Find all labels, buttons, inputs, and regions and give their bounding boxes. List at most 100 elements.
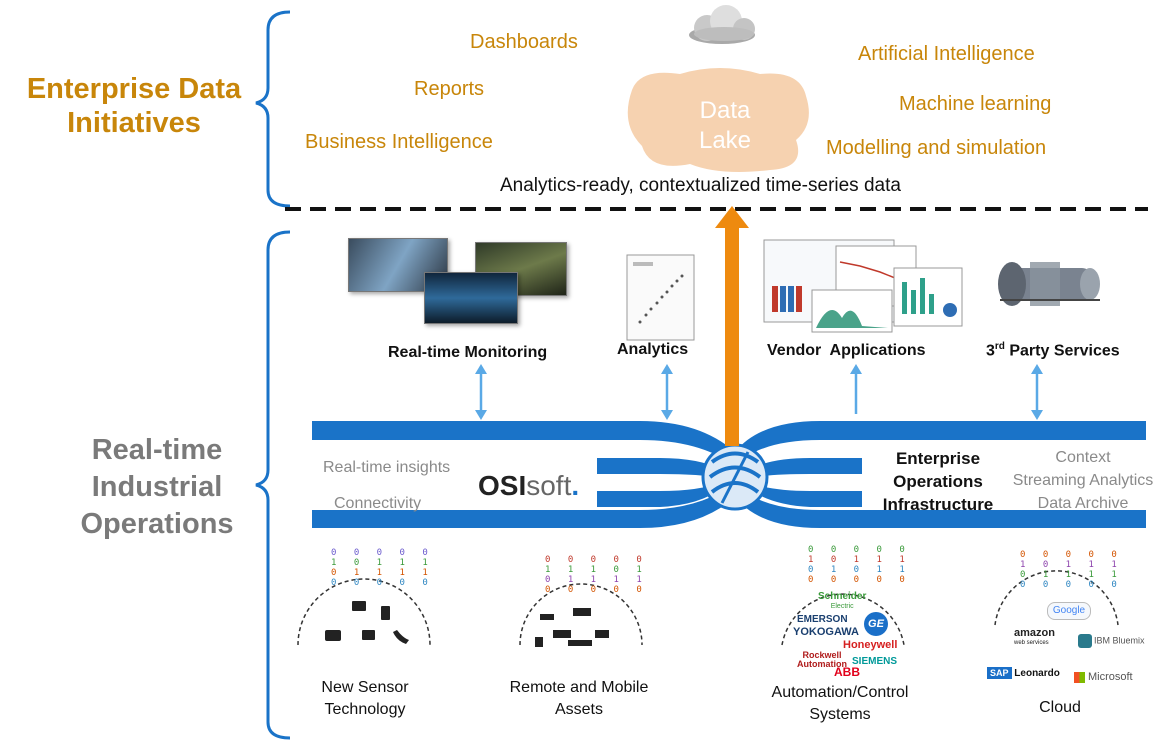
- sensor-technology-label: New Sensor Technology: [300, 677, 430, 721]
- realtime-brace: [255, 230, 291, 740]
- sensor-device-icons: [325, 601, 409, 644]
- connectivity-label: Connectivity: [334, 495, 422, 512]
- microsoft-logo: Microsoft: [1074, 671, 1133, 683]
- sap-leonardo-logo: SAP Leonardo: [987, 667, 1060, 679]
- control-room-photo: [348, 238, 448, 292]
- remote-line1: Remote and Mobile: [509, 679, 649, 696]
- eoi-label: Enterprise Operations Infrastructure: [866, 447, 1010, 516]
- automation-line2: Systems: [809, 706, 871, 723]
- abb-logo: ABB: [834, 665, 860, 679]
- pi-system-sphere: [701, 443, 769, 511]
- pipeline-bars: [312, 421, 1146, 528]
- osisoft-logo-bold: OSI: [478, 470, 527, 501]
- third-party-superscript: rd: [994, 341, 1005, 352]
- eoi-line3: Infrastructure: [882, 495, 994, 514]
- enterprise-brace: [255, 10, 291, 208]
- vendor-app-screenshots: [763, 239, 963, 333]
- remote-line2: Assets: [554, 701, 603, 718]
- rockwell-line1: Rockwell: [802, 650, 842, 660]
- binary-row: 0 0 0 0 0: [545, 585, 648, 595]
- osisoft-logo-dot: .: [571, 470, 580, 501]
- streaming-label: Streaming Analytics: [1012, 472, 1154, 489]
- data-lake-blob: [627, 68, 809, 172]
- honeywell-logo: Honeywell: [843, 639, 898, 651]
- analytics-screenshot: [626, 254, 695, 341]
- gas-turbine-icon: [998, 262, 1100, 306]
- vendor-apps-label: Vendor Applications: [767, 342, 926, 359]
- bluemix-icon: [1078, 634, 1092, 648]
- binary-row: 0 1 1 1 1: [1020, 570, 1123, 580]
- operations-center-photo: [424, 272, 518, 324]
- binary-row: 0 0 0 0 0: [331, 578, 434, 588]
- siemens-logo: SIEMENS: [852, 656, 898, 667]
- sap-badge: SAP: [987, 667, 1012, 679]
- data-lake-line1: Data: [699, 97, 751, 124]
- third-party-text: Party Services: [1004, 342, 1120, 360]
- binary-stream-sensor: 0 0 0 0 0 1 0 1 1 1 0 1 1 1 1 0 0 0 0 0: [331, 548, 434, 588]
- third-party-number: 3: [986, 342, 995, 360]
- data-lake-line2: Lake: [698, 127, 752, 154]
- rockwell-line2: Automation: [797, 659, 847, 669]
- analytics-ready-caption: Analytics-ready, contextualized time-ser…: [500, 175, 901, 196]
- microsoft-icon: [1074, 671, 1085, 683]
- enterprise-heading: Enterprise Data Initiatives: [10, 72, 258, 140]
- binary-stream-remote: 0 0 0 0 0 1 1 1 0 1 0 1 1 1 1 0 0 0 0 0: [545, 555, 648, 595]
- insights-label: Real-time insights: [323, 459, 451, 476]
- emerson-logo: EMERSON: [797, 614, 848, 625]
- rockwell-logo: Rockwell Automation: [797, 651, 847, 669]
- sensor-line2: Technology: [324, 701, 406, 718]
- context-label: Context: [1055, 449, 1111, 466]
- binary-stream-automation: 0 0 0 0 0 1 0 1 1 1 0 1 0 1 1 0 0 0 0 0: [808, 545, 911, 585]
- third-party-label: 3rd Party Services: [986, 341, 1120, 360]
- binary-row: 0 1 1 1 1: [331, 568, 434, 578]
- binary-row: 0 1 1 1 1: [545, 575, 648, 585]
- eoi-line1: Enterprise: [895, 449, 981, 468]
- binary-row: 0 0 0 0 0: [808, 545, 911, 555]
- microsoft-text: Microsoft: [1088, 671, 1133, 683]
- binary-row: 0 0 0 0 0: [1020, 550, 1123, 560]
- enterprise-heading-line2: Initiatives: [67, 107, 201, 139]
- sensor-line1: New Sensor: [321, 679, 409, 696]
- aws-name: amazon: [1014, 627, 1055, 639]
- analytics-label: Analytics: [617, 341, 689, 358]
- cloud-label: Cloud: [1039, 699, 1081, 716]
- bluemix-text: IBM Bluemix: [1094, 635, 1145, 646]
- artificial-intelligence-label: Artificial Intelligence: [858, 43, 1035, 65]
- monitoring-label: Real-time Monitoring: [388, 344, 548, 361]
- binary-row: 1 0 1 1 1: [808, 555, 911, 565]
- binary-row: 0 0 0 0 0: [331, 548, 434, 558]
- aws-sub: web services: [1014, 640, 1049, 646]
- business-intelligence-label: Business Intelligence: [305, 131, 493, 153]
- binary-row: 0 1 0 1 1: [808, 565, 911, 575]
- app-connector-arrows: [475, 364, 1043, 420]
- schneider-sub: Electric: [830, 603, 854, 610]
- schneider-logo: Schneider Electric: [818, 592, 866, 612]
- realtime-heading: Real-time Industrial Operations: [64, 432, 250, 543]
- enterprise-heading-line1: Enterprise Data: [26, 73, 242, 105]
- ge-logo: GE: [864, 612, 888, 636]
- aws-logo: amazon web services: [1014, 628, 1055, 648]
- binary-row: 1 0 1 1 1: [331, 558, 434, 568]
- binary-row: 0 0 0 0 0: [1020, 580, 1123, 590]
- remote-assets-label: Remote and Mobile Assets: [494, 677, 664, 721]
- reports-label: Reports: [414, 78, 485, 100]
- schneider-name: Schneider: [818, 591, 867, 602]
- google-cloud-logo: Google: [1047, 602, 1091, 620]
- binary-row: 1 0 1 1 1: [1020, 560, 1123, 570]
- leonardo-text: Leonardo: [1014, 668, 1060, 679]
- realtime-heading-line3: Operations: [80, 508, 234, 540]
- osisoft-logo-light: soft: [526, 470, 572, 501]
- binary-row: 0 0 0 0 0: [808, 575, 911, 585]
- realtime-heading-line1: Real-time: [91, 434, 223, 466]
- google-text: Google: [1052, 605, 1086, 616]
- source-domes: [297, 570, 1119, 646]
- realtime-heading-line2: Industrial: [91, 471, 223, 503]
- machine-learning-label: Machine learning: [899, 93, 1052, 115]
- cloud-icon: [689, 5, 755, 44]
- automation-systems-label: Automation/Control Systems: [755, 682, 925, 726]
- data-lake-label: Data Lake: [680, 96, 770, 156]
- data-flow-up-arrow: [715, 206, 749, 446]
- archive-label: Data Archive: [1037, 495, 1129, 512]
- dashboards-label: Dashboards: [470, 31, 578, 53]
